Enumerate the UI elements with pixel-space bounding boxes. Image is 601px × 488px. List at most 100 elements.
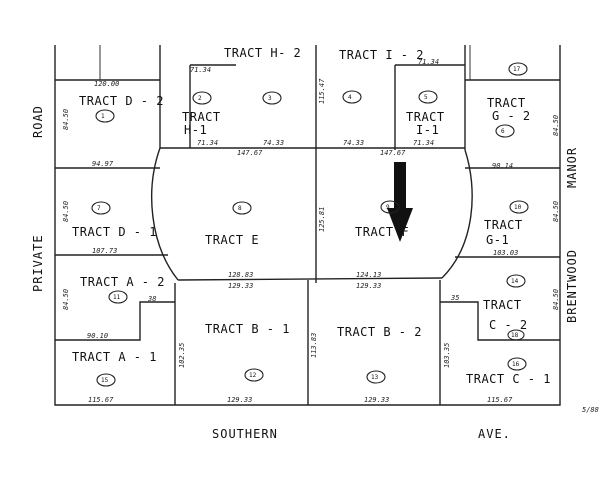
tract-label-h1-name: TRACT — [182, 110, 221, 124]
arrow-shaft — [394, 162, 406, 214]
boundary-f-curve — [441, 149, 473, 279]
dim-a1-bottom: 115.67 — [88, 396, 114, 404]
dim-a2-mid: 90.10 — [87, 332, 108, 340]
street-southern: SOUTHERN — [212, 427, 278, 441]
dim-g2-bottom: 90.14 — [492, 162, 513, 170]
dim-i1-bottom: 71.34 — [413, 139, 434, 147]
tract-label-b1: TRACT B - 1 — [205, 322, 290, 336]
dim-e-top: 147.67 — [237, 149, 263, 157]
parcel-boundaries — [54, 45, 561, 406]
parcel-marker-a2 — [108, 290, 128, 304]
parcel-marker-f — [380, 200, 400, 214]
dim-h1-right: 74.33 — [263, 139, 284, 147]
tract-label-h2: TRACT H- 2 — [224, 46, 301, 60]
parcel-marker-h1 — [192, 91, 212, 105]
dim-right-8450c: 84.50 — [552, 289, 560, 310]
dim-e-bottom2: 128.83 — [228, 271, 253, 279]
dim-d2-bottom: 94.97 — [92, 160, 114, 168]
parcel-number-a2: 11 — [113, 294, 121, 301]
dim-b-split: 113.83 — [310, 333, 318, 358]
dim-h1-bottom: 71.34 — [197, 139, 218, 147]
tract-label-g1-name: TRACT — [484, 218, 523, 232]
dim-c1-bottom: 115.67 — [487, 396, 513, 404]
tract-label-c1: TRACT C - 1 — [466, 372, 551, 386]
dim-right-8450a: 84.50 — [552, 115, 560, 136]
parcel-number-e: 8 — [238, 205, 242, 212]
tract-label-g2-name: TRACT — [487, 96, 526, 110]
dim-h1-top: 71.34 — [190, 66, 211, 74]
boundary-a2-a1 — [55, 301, 175, 341]
tract-label-c2-code: C - 2 — [489, 318, 528, 332]
dim-g1-bottom: 103.03 — [493, 249, 518, 257]
tract-label-i2: TRACT I - 2 — [339, 48, 424, 62]
parcel-number-i2: 4 — [348, 94, 352, 101]
direction-arrow — [387, 162, 413, 242]
dim-i1-top: 71.34 — [418, 58, 439, 66]
parcel-number-i1: 5 — [424, 94, 428, 101]
dim-b2-bottom: 129.33 — [364, 396, 389, 404]
boundary-e-f-bottom — [177, 277, 443, 281]
dim-top-d2: 120.00 — [94, 80, 119, 88]
parcel-marker-d2 — [95, 109, 115, 123]
parcel-number-b2: 13 — [371, 374, 379, 381]
dim-date: 5/88 — [582, 406, 599, 414]
dim-left-8450c: 84.50 — [62, 289, 70, 310]
dimension-labels: 120.00 94.97 107.73 90.10 115.67 71.34 7… — [62, 58, 599, 414]
parcel-number-top-right: 17 — [513, 66, 521, 73]
dim-d1-bottom: 107.73 — [92, 247, 117, 255]
tract-label-a1: TRACT A - 1 — [72, 350, 157, 364]
dim-left-8450b: 84.50 — [62, 201, 70, 222]
tract-label-g1-code: G-1 — [486, 233, 509, 247]
parcel-marker-top-right — [508, 62, 528, 76]
parcel-number-d1: 7 — [97, 205, 101, 212]
dim-f-top: 147.67 — [380, 149, 406, 157]
parcel-marker-g1 — [509, 200, 529, 214]
parcel-number-d2: 1 — [101, 113, 105, 120]
tract-label-d2: TRACT D - 2 — [79, 94, 164, 108]
parcel-marker-b1 — [244, 368, 264, 382]
dim-right-8450b: 84.50 — [552, 201, 560, 222]
tract-label-i1-code: I-1 — [416, 123, 439, 137]
dim-corner-38a: 38 — [147, 295, 156, 303]
parcel-marker-c1 — [507, 357, 527, 371]
tract-label-h1-code: H-1 — [184, 123, 207, 137]
dim-h2-i2: 115.47 — [318, 78, 326, 104]
parcel-number-f: 9 — [386, 204, 390, 211]
tract-label-c2-name: TRACT — [483, 298, 522, 312]
dim-e-f-split: 125.81 — [318, 207, 326, 232]
parcel-number-b1: 12 — [249, 372, 257, 379]
parcel-marker-d1 — [91, 201, 111, 215]
tract-label-b2: TRACT B - 2 — [337, 325, 422, 339]
parcel-marker-top-c2 — [507, 329, 525, 341]
parcel-marker-i2 — [342, 90, 362, 104]
parcel-number-h2: 3 — [268, 95, 272, 102]
tract-label-f: TRACT F — [355, 225, 409, 239]
tract-label-i1-name: TRACT — [406, 110, 445, 124]
dim-e-bottom: 129.33 — [228, 282, 253, 290]
parcel-number-c1: 16 — [512, 361, 520, 368]
arrow-head — [387, 208, 413, 242]
parcel-marker-i1 — [418, 90, 438, 104]
street-manor: MANOR — [565, 147, 579, 188]
parcel-marker-a1 — [96, 373, 116, 387]
dim-i1-left: 74.33 — [343, 139, 364, 147]
parcel-marker-h2 — [262, 91, 282, 105]
tract-label-a2: TRACT A - 2 — [80, 275, 165, 289]
parcel-marker-g2 — [495, 124, 515, 138]
parcel-number-top-c2: 18 — [511, 332, 519, 339]
parcel-marker-c2 — [506, 274, 526, 288]
parcel-marker-e — [232, 201, 252, 215]
street-labels: SOUTHERN AVE. ROAD PRIVATE MANOR BRENTWO… — [31, 105, 579, 441]
tract-label-e: TRACT E — [205, 233, 259, 247]
dim-a1-side: 102.35 — [178, 343, 186, 368]
dim-corner-35: 35 — [450, 294, 459, 302]
parcel-markers: 1 2 3 4 5 6 7 8 9 10 11 12 13 14 15 16 1… — [91, 62, 529, 387]
parcel-number-c2: 14 — [511, 278, 519, 285]
parcel-number-a1: 15 — [101, 377, 109, 384]
dim-c-side: 103.35 — [443, 343, 451, 368]
parcel-number-g1: 10 — [514, 204, 522, 211]
street-brentwood: BRENTWOOD — [565, 249, 579, 323]
parcel-number-g2: 6 — [501, 128, 505, 135]
dim-b1-bottom: 129.33 — [227, 396, 252, 404]
